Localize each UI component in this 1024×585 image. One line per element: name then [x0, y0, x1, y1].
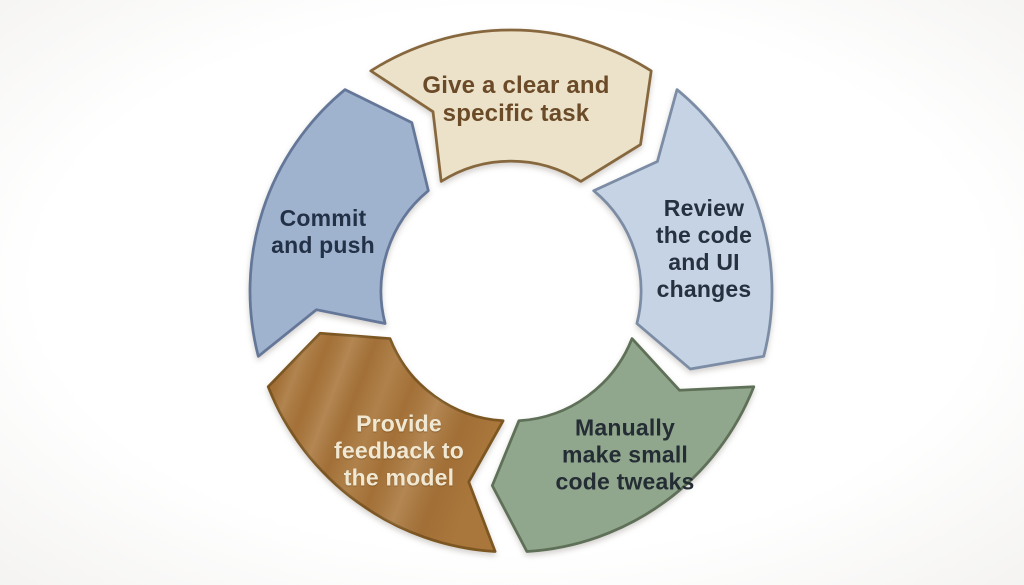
- segment-review-code: [592, 88, 774, 371]
- segment-commit-push: [248, 88, 430, 358]
- segment-feedback: [266, 331, 505, 553]
- segment-code-tweaks: [490, 337, 756, 553]
- segment-give-task: [369, 28, 653, 183]
